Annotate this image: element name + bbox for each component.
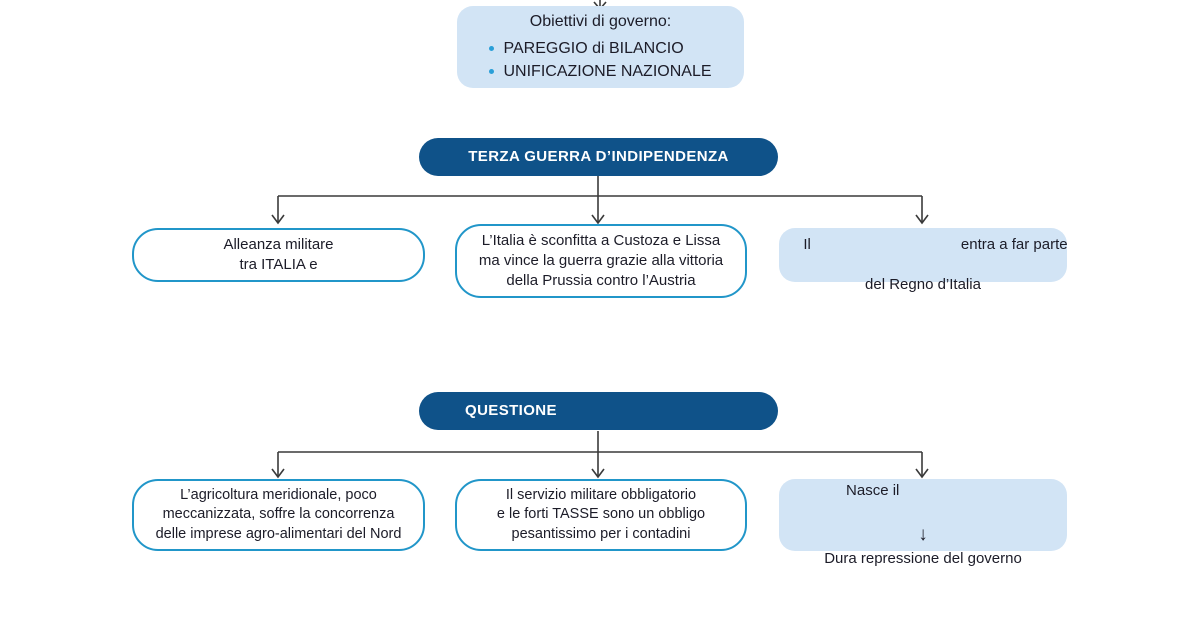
questione-header-label: QUESTIONE [465, 402, 557, 420]
entra-regno-italia-card: Il entra a far parte del Regno d’Italia [779, 228, 1068, 293]
obiettivi-title: Obiettivi di governo: [529, 12, 672, 30]
sconfitta-line: ma vince la guerra grazie alla vittoria [478, 252, 724, 270]
obiettivi-di-governo-card: Obiettivi di governo: PAREGGIO di BILANC… [457, 6, 744, 88]
servizio-militare-tasse-card: Il servizio militare obbligatorio e le f… [455, 479, 747, 551]
sconfitta-line: della Prussia contro l’Austria [506, 271, 696, 289]
down-arrow-icon: ↓ [918, 523, 928, 545]
agricoltura-line: delle imprese agro-alimentari del Nord [155, 525, 402, 542]
alleanza-militare-line-blank: tra ITALIA e [239, 256, 318, 273]
servizio-militare-line: pesantissimo per i contadini [511, 525, 691, 542]
terza-guerra-header-label: TERZA GUERRA D’INDIPENDENZA [468, 148, 729, 166]
servizio-militare-line: e le forti TASSE sono un obbligo [496, 506, 706, 523]
obiettivi-bullet-list: PAREGGIO di BILANCIO UNIFICAZIONE NAZION… [489, 37, 712, 83]
agricoltura-line: L’agricoltura meridionale, poco [180, 487, 377, 504]
sconfitta-custoza-lissa-card: L’Italia è sconfitta a Custoza e Lissa m… [455, 224, 747, 298]
alleanza-militare-line: Alleanza militare [223, 236, 334, 254]
agricoltura-line: meccanizzata, soffre la concorrenza [162, 506, 395, 523]
brigantaggio-repressione-card: Nasce il ↓ Dura repressione del governo [779, 479, 1067, 567]
servizio-militare-line: Il servizio militare obbligatorio [505, 487, 697, 504]
entra-regno-prefix: Il [803, 236, 811, 254]
entra-regno-suffix: entra a far parte [960, 236, 1068, 254]
entra-regno-blank-line: Il entra a far parte [778, 215, 1067, 274]
alleanza-militare-card: Alleanza militare tra ITALIA e [132, 228, 425, 282]
agricoltura-meridionale-card: L’agricoltura meridionale, poco meccaniz… [132, 479, 425, 551]
questione-header: QUESTIONE [419, 392, 778, 430]
obiettivi-bullet-item: PAREGGIO di BILANCIO [489, 37, 711, 60]
entra-regno-line: del Regno d’Italia [865, 275, 981, 293]
dura-repressione-line: Dura repressione del governo [824, 549, 1022, 567]
nasce-il-prefix: Nasce il [846, 482, 900, 500]
sconfitta-line: L’Italia è sconfitta a Custoza e Lissa [481, 232, 721, 250]
obiettivi-bullet-item: UNIFICAZIONE NAZIONALE [489, 60, 712, 83]
terza-guerra-header: TERZA GUERRA D’INDIPENDENZA [419, 138, 778, 176]
nasce-il-blank-line: Nasce il [779, 461, 1019, 520]
